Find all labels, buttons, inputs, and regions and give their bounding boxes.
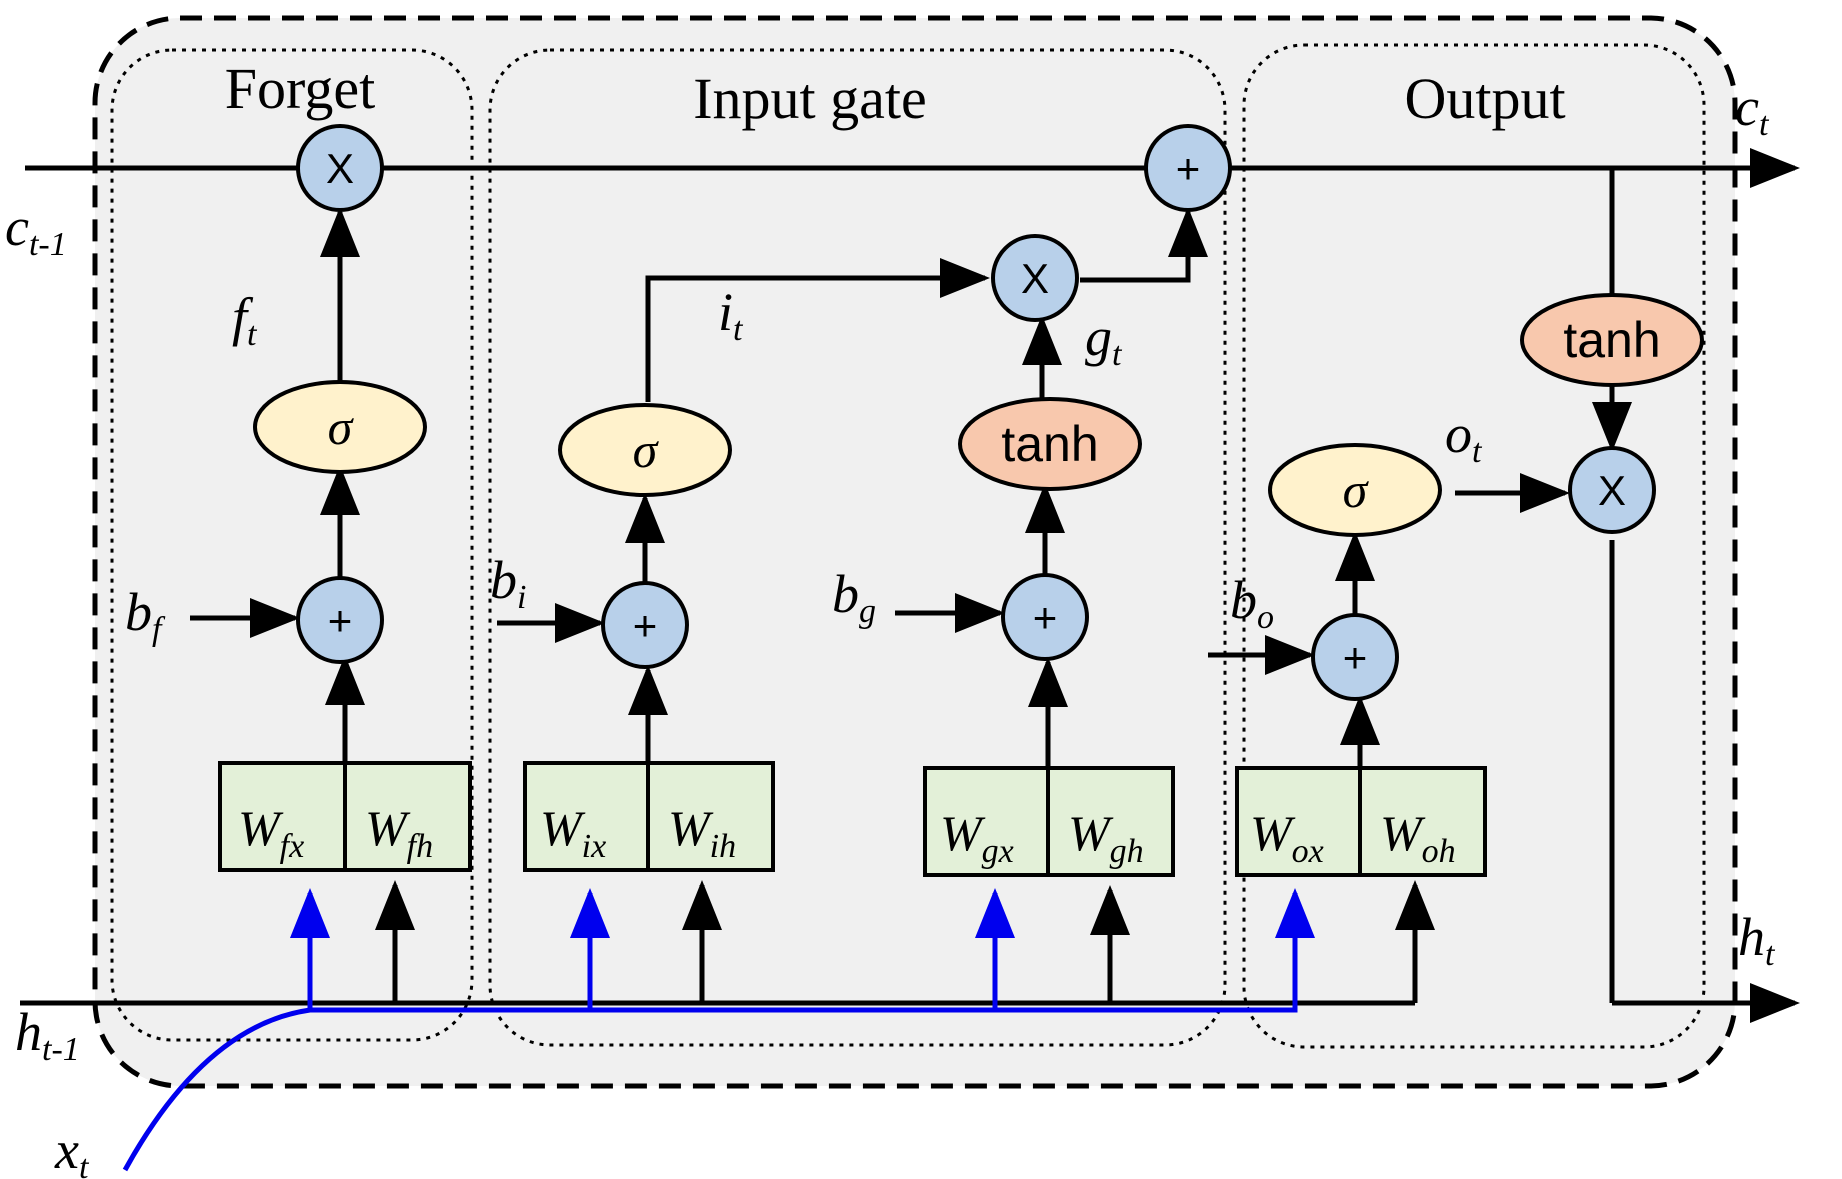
input-tanh: tanh	[958, 397, 1142, 491]
svg-text:+: +	[1033, 594, 1058, 641]
weight-woh: Woh	[1380, 805, 1456, 870]
input-multiply-op: X	[991, 234, 1079, 322]
sigmoid-i-to-mult	[645, 258, 990, 402]
weight-wgh: Wgh	[1068, 805, 1144, 870]
forget-gate-region	[110, 48, 474, 1042]
label-h-prev: ht-1	[15, 1002, 80, 1068]
svg-text:+: +	[633, 602, 658, 649]
weight-wox: Wox	[1250, 805, 1324, 870]
svg-text:σ: σ	[1343, 462, 1370, 518]
forget-title: Forget	[225, 56, 375, 121]
input-g-bias-add-op: +	[1001, 573, 1089, 661]
weight-wfh: Wfh	[365, 800, 433, 865]
input-sigmoid: σ	[558, 403, 732, 497]
cell-add-op: +	[1144, 124, 1232, 212]
label-c-prev: ct-1	[5, 197, 67, 263]
label-h-next: ht	[1738, 907, 1776, 973]
forget-bias-add-op: +	[296, 576, 384, 664]
label-bias-i: bi	[490, 550, 526, 616]
xt-input-curve	[122, 1007, 311, 1172]
label-o-t: ot	[1445, 404, 1483, 470]
label-c-next: ct	[1735, 77, 1770, 143]
svg-text:X: X	[1021, 255, 1049, 302]
svg-text:tanh: tanh	[1563, 312, 1660, 368]
label-bias-g: bg	[832, 564, 876, 630]
weight-wfx: Wfx	[238, 800, 304, 865]
label-bias-o: bo	[1230, 570, 1274, 636]
weight-box-input-i: Wix Wih	[523, 761, 775, 872]
label-g-t: gt	[1085, 307, 1123, 373]
forget-multiply-op: X	[296, 124, 384, 212]
output-multiply-op: X	[1568, 446, 1656, 534]
svg-text:X: X	[326, 145, 354, 192]
output-title: Output	[1404, 66, 1565, 131]
output-gate-region	[1242, 43, 1706, 1049]
input-i-bias-add-op: +	[601, 581, 689, 669]
output-sigmoid: σ	[1268, 443, 1442, 537]
svg-text:+: +	[1176, 145, 1201, 192]
weight-wih: Wih	[668, 800, 736, 865]
svg-text:+: +	[1343, 634, 1368, 681]
svg-text:tanh: tanh	[1001, 416, 1098, 472]
weight-wgx: Wgx	[940, 805, 1014, 870]
output-bias-add-op: +	[1311, 613, 1399, 701]
label-i-t: it	[718, 282, 744, 348]
forget-sigmoid: σ	[253, 380, 427, 474]
weight-box-input-g: Wgx Wgh	[923, 766, 1175, 877]
weight-wix: Wix	[540, 800, 606, 865]
svg-text:σ: σ	[633, 422, 660, 478]
weight-box-output: Wox Woh	[1235, 766, 1487, 877]
mult-to-add	[1080, 207, 1208, 283]
svg-text:σ: σ	[328, 399, 355, 455]
label-x-input: xt	[54, 1120, 90, 1179]
svg-text:X: X	[1598, 467, 1626, 514]
output-tanh: tanh	[1520, 293, 1704, 387]
input-gate-title: Input gate	[693, 66, 927, 131]
weight-box-forget: Wfx Wfh	[218, 761, 472, 872]
svg-text:+: +	[328, 597, 353, 644]
